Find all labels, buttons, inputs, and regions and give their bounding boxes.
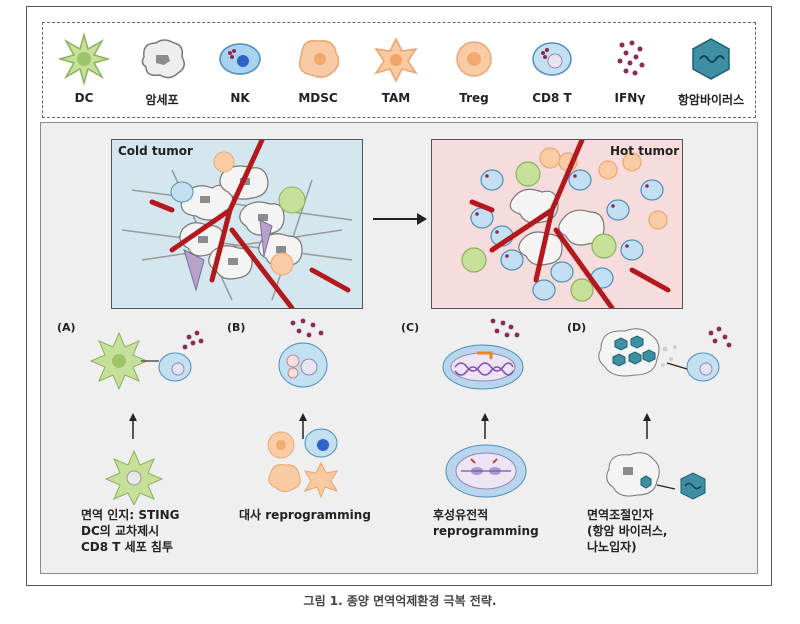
cd8-t-cell-icon xyxy=(532,42,572,76)
epigenetic-nucleus-icon xyxy=(445,444,527,498)
cold-tumor-panel: Cold tumor xyxy=(111,139,363,309)
strategy-a-label: (A) xyxy=(57,321,76,334)
nk-cell-icon xyxy=(219,43,261,75)
legend-label: 항암바이러스 xyxy=(677,93,745,107)
legend: DC 암세포 NK MDSC TAM Treg xyxy=(42,22,756,118)
oncolytic-virus-icon xyxy=(692,38,730,80)
legend-item-tam: TAM xyxy=(357,25,435,113)
strategy-a-caption-line-1: 면역 인지: STING xyxy=(81,508,180,522)
strategy-d-caption-line-2: (항암 바이러스, xyxy=(587,524,668,538)
legend-item-nk: NK xyxy=(201,25,279,113)
strategy-a-caption-line-2: DC의 교차제시 xyxy=(81,524,160,538)
hot-tumor-title: Hot tumor xyxy=(610,144,680,158)
strategy-b-label: (B) xyxy=(227,321,246,334)
dc-sting-icon xyxy=(104,449,164,505)
strategy-d-caption-line-1: 면역조절인자 xyxy=(587,508,654,522)
strategy-c-caption-line-1: 후성유전적 xyxy=(433,508,489,522)
legend-label: TAM xyxy=(381,91,411,105)
metabolic-cells-icon xyxy=(267,428,339,499)
transition-arrow-icon xyxy=(373,213,427,225)
strategy-a-top-illustration xyxy=(89,330,204,391)
arrow-up-icon xyxy=(299,413,307,439)
legend-item-oncolytic-virus: 항암바이러스 xyxy=(669,25,753,113)
legend-item-cd8-t: CD8 T xyxy=(513,25,591,113)
strategy-c-top-illustration xyxy=(442,318,524,390)
main-panel: Cold tumor xyxy=(40,122,758,574)
arrow-up-icon xyxy=(129,413,137,439)
legend-label: MDSC xyxy=(298,91,338,105)
strategy-d-top-illustration xyxy=(598,326,732,382)
legend-item-ifn-gamma: IFNγ xyxy=(591,25,669,113)
mdsc-icon xyxy=(299,39,340,78)
arrow-up-icon xyxy=(481,413,489,439)
legend-item-mdsc: MDSC xyxy=(279,25,357,113)
figure-caption: 그림 1. 종양 면역억제환경 극복 전략. xyxy=(303,594,497,608)
dc-icon xyxy=(57,32,111,86)
legend-label: DC xyxy=(74,91,94,105)
legend-label: NK xyxy=(230,91,250,105)
hot-tumor-panel: Hot tumor xyxy=(431,139,683,309)
legend-item-treg: Treg xyxy=(435,25,513,113)
strategy-b-caption-line-1: 대사 reprogramming xyxy=(239,508,371,522)
strategy-d-label: (D) xyxy=(567,321,587,334)
tam-icon xyxy=(374,37,418,83)
legend-item-cancer-cell: 암세포 xyxy=(123,25,201,113)
legend-label: IFNγ xyxy=(614,91,646,105)
cold-tumor-illustration xyxy=(121,140,353,308)
legend-label: 암세포 xyxy=(145,93,179,107)
legend-label: Treg xyxy=(459,91,489,105)
strategy-d-caption-line-3: 나노입자) xyxy=(587,540,637,554)
virus-infection-icon xyxy=(606,452,706,500)
strategy-c-caption-line-2: reprogramming xyxy=(433,524,539,538)
cold-tumor-title: Cold tumor xyxy=(118,144,193,158)
ifn-gamma-icon xyxy=(617,40,645,76)
strategy-c-label: (C) xyxy=(401,321,420,334)
legend-label: CD8 T xyxy=(532,91,572,105)
arrow-up-icon xyxy=(643,413,651,439)
strategy-b-top-illustration xyxy=(278,318,328,388)
treg-icon xyxy=(456,41,492,77)
hot-tumor-illustration xyxy=(461,140,671,308)
legend-item-dc: DC xyxy=(45,25,123,113)
strategy-a-caption-line-3: CD8 T 세포 침투 xyxy=(81,540,173,554)
cancer-cell-icon xyxy=(141,39,185,79)
